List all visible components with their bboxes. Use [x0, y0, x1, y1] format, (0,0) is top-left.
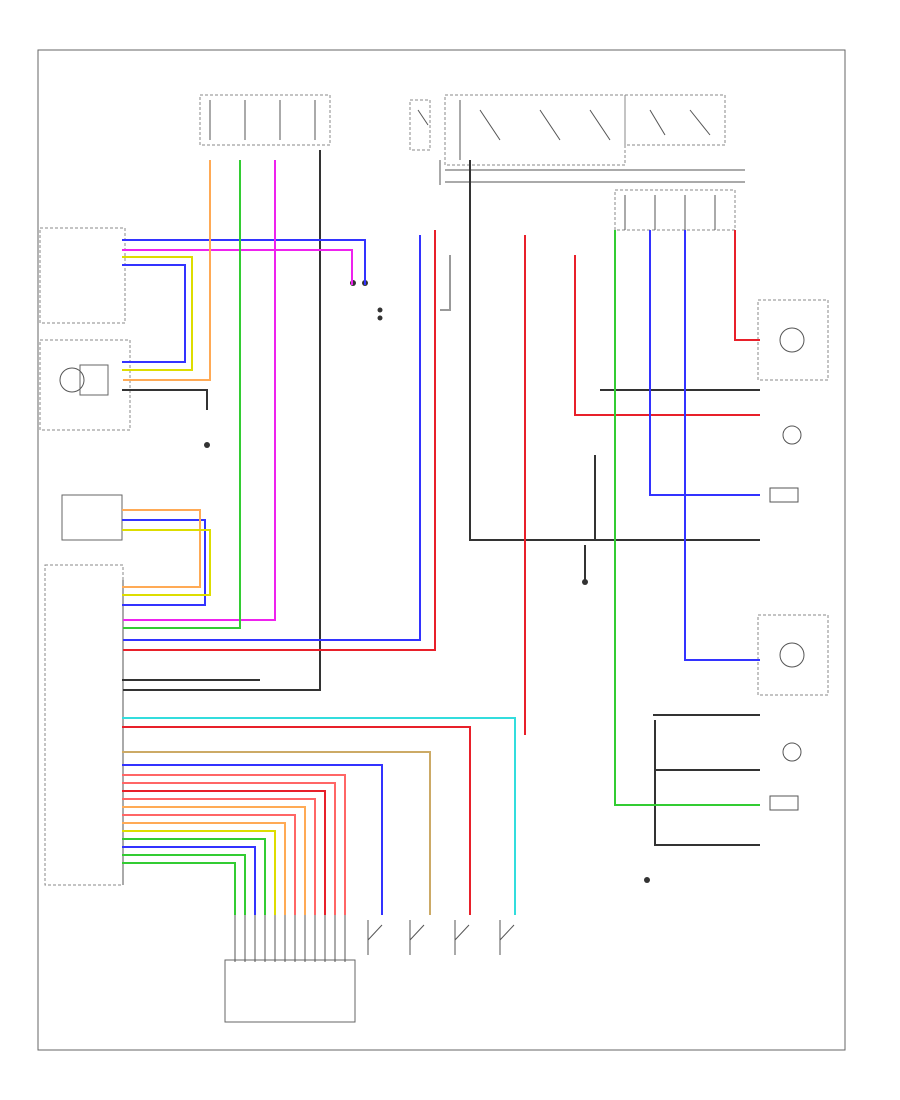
combination-switch-harness: [122, 774, 346, 915]
ground-icon: [204, 442, 650, 883]
lamp-icon: [757, 299, 829, 811]
combination-meter-box: [39, 339, 131, 431]
cyan-wire: [122, 717, 516, 915]
top-fuse-block: [199, 94, 331, 146]
gray-wire: [440, 255, 451, 311]
green-wires: [123, 160, 760, 806]
multi-relay-block: [439, 94, 745, 185]
orange-wires: [122, 160, 211, 588]
black-wires: [122, 150, 760, 846]
red-wires: [122, 230, 760, 915]
switch-icon: [367, 920, 515, 955]
connector-icon: [350, 280, 383, 321]
magenta-wires: [122, 160, 353, 621]
diagram-frame: [37, 49, 846, 1051]
combination-switch: [224, 915, 356, 1023]
tan-wire: [122, 751, 431, 915]
lighting-sensor-box: [39, 227, 126, 324]
body-control-module-box: [44, 564, 124, 886]
yellow-wires: [122, 256, 211, 596]
optical-sensor-box: [61, 494, 123, 541]
blue-wires: [122, 230, 760, 915]
right-fuse-block: [614, 189, 736, 231]
ignition-switch: [409, 99, 431, 151]
